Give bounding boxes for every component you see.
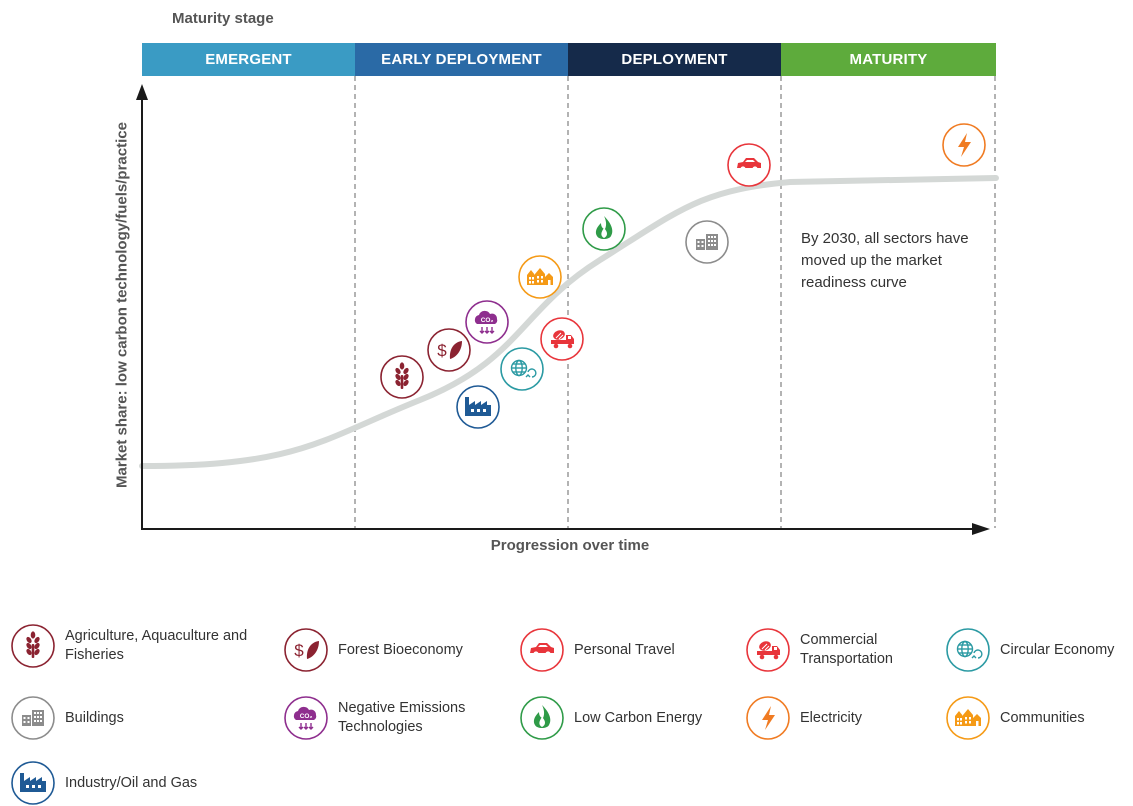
x-axis-arrow — [972, 523, 990, 535]
stage-early-deployment: EARLY DEPLOYMENT — [355, 43, 568, 76]
wheat-icon — [11, 624, 55, 668]
legend-item-negative-emissions: Negative Emissions Technologies — [283, 695, 488, 741]
stage-deployment: DEPLOYMENT — [568, 43, 781, 76]
sector-markers — [380, 123, 986, 429]
building-icon — [11, 696, 55, 740]
stage-label: EARLY DEPLOYMENT — [381, 51, 542, 68]
legend-label: Electricity — [800, 709, 863, 726]
legend-label: Buildings — [65, 709, 124, 726]
legend-label: Personal Travel — [574, 641, 675, 658]
legend-label: Circular Economy — [1000, 641, 1115, 658]
legend-item-communities: Communities — [945, 695, 1085, 741]
buildings-marker — [685, 220, 729, 264]
x-axis-label: Progression over time — [490, 537, 650, 554]
stage-dividers — [354, 76, 996, 528]
communities-marker — [518, 255, 562, 299]
dollar-leaf-icon — [284, 628, 328, 672]
car-icon — [520, 628, 564, 672]
co2-cloud-icon — [284, 696, 328, 740]
industry-marker — [456, 385, 500, 429]
legend-item-industry: Industry/Oil and Gas — [10, 760, 197, 806]
y-axis-label: Market share: low carbon technology/fuel… — [113, 122, 131, 488]
axes — [136, 84, 990, 535]
legend-item-agriculture: Agriculture, Aquaculture and Fisheries — [10, 623, 255, 669]
legend-label: Communities — [1000, 709, 1085, 726]
commercial-transport-marker — [540, 317, 584, 361]
negative-emissions-marker — [465, 300, 509, 344]
y-axis-arrow — [136, 84, 148, 100]
stage-label: EMERGENT — [205, 51, 292, 68]
stage-label: DEPLOYMENT — [621, 51, 728, 68]
maturity-stage-title: Maturity stage — [172, 10, 274, 27]
legend-label: Commercial Transportation — [800, 632, 893, 667]
legend-item-buildings: Buildings — [10, 695, 124, 741]
annotation-text: By 2030, all sectors have moved up the m… — [801, 230, 969, 291]
legend-item-circular: Circular Economy — [945, 627, 1114, 673]
houses-icon — [946, 696, 990, 740]
factory-icon — [11, 761, 55, 805]
personal-travel-marker — [727, 143, 771, 187]
legend-label: Low Carbon Energy — [574, 709, 703, 726]
legend-item-personal-travel: Personal Travel — [519, 627, 675, 673]
flame-icon — [520, 696, 564, 740]
legend-item-electricity: Electricity — [745, 695, 862, 741]
legend-label: Agriculture, Aquaculture and Fisheries — [65, 628, 248, 663]
electricity-marker — [942, 123, 986, 167]
legend-label: Industry/Oil and Gas — [65, 774, 198, 791]
globe-recycle-icon — [946, 628, 990, 672]
market-readiness-curve — [139, 175, 999, 469]
truck-icon — [746, 628, 790, 672]
forest-marker — [427, 328, 471, 372]
legend-item-low-carbon-energy: Low Carbon Energy — [519, 695, 702, 741]
legend-label: Forest Bioeconomy — [338, 641, 463, 658]
agriculture-marker — [380, 355, 424, 399]
low-carbon-energy-marker — [582, 207, 626, 251]
legend-item-forest: Forest Bioeconomy — [283, 627, 463, 673]
legend-label: Negative Emissions Technologies — [338, 700, 466, 735]
stage-emergent: EMERGENT — [142, 43, 355, 76]
circular-marker — [500, 347, 544, 391]
maturity-curve-diagram: $ — [136, 76, 999, 535]
legend-item-commercial-transport: Commercial Transportation — [745, 627, 920, 673]
stage-maturity: MATURITY — [781, 43, 996, 76]
stage-label: MATURITY — [849, 51, 928, 68]
lightning-icon — [746, 696, 790, 740]
